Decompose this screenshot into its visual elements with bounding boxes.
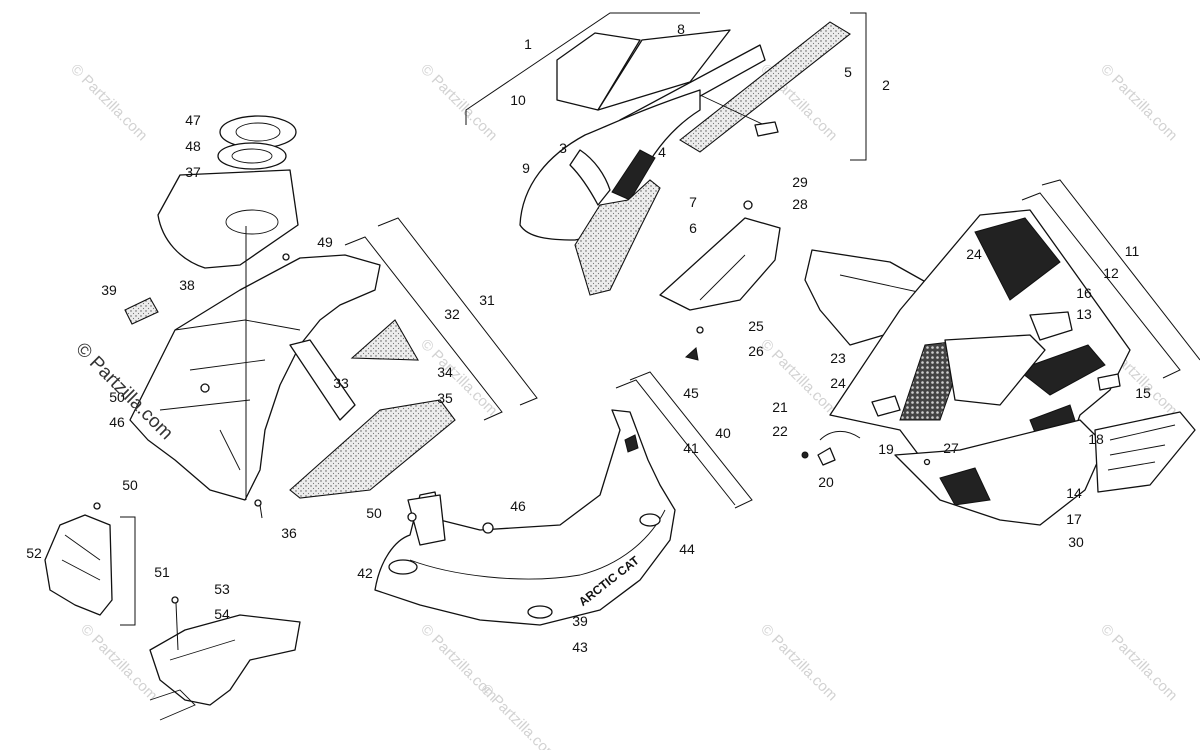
belly-pan-assembly: ARCTIC CAT <box>374 371 753 626</box>
callout-number-50: 50 <box>366 505 382 521</box>
callout-number-9: 9 <box>522 160 530 176</box>
callout-number-23: 23 <box>830 350 846 366</box>
callout-number-4: 4 <box>658 144 666 160</box>
callout-number-17: 17 <box>1066 511 1082 527</box>
lower-left-panels <box>44 502 301 721</box>
watermark-text: © Partzilla.com <box>77 621 160 704</box>
callout-number-2: 2 <box>882 77 890 93</box>
watermark-text: © Partzilla.com <box>67 61 150 144</box>
callout-number-52: 52 <box>26 545 42 561</box>
callout-number-30: 30 <box>1068 534 1084 550</box>
callout-number-48: 48 <box>185 138 201 154</box>
callout-number-26: 26 <box>748 343 764 359</box>
callout-number-25: 25 <box>748 318 764 334</box>
watermark-text: © Partzilla.com <box>1097 61 1180 144</box>
callout-number-6: 6 <box>689 220 697 236</box>
callout-number-43: 43 <box>572 639 588 655</box>
callout-number-5: 5 <box>844 64 852 80</box>
callout-number-11: 11 <box>1125 243 1140 259</box>
callout-number-27: 27 <box>943 440 959 456</box>
callout-number-21: 21 <box>772 399 788 415</box>
windshield-assembly <box>465 12 867 296</box>
callout-number-42: 42 <box>357 565 373 581</box>
callout-number-50: 50 <box>109 389 125 405</box>
callout-number-1: 1 <box>524 36 532 52</box>
callout-number-22: 22 <box>772 423 788 439</box>
callout-number-29: 29 <box>792 174 808 190</box>
callout-number-3: 3 <box>559 140 567 156</box>
callout-number-35: 35 <box>437 390 453 406</box>
callout-number-39: 39 <box>572 613 588 629</box>
callout-number-49: 49 <box>317 234 333 250</box>
callout-number-28: 28 <box>792 196 808 212</box>
watermark-text: © Partzilla.com <box>757 621 840 704</box>
callout-number-8: 8 <box>677 21 685 37</box>
callout-number-36: 36 <box>281 525 297 541</box>
callout-number-15: 15 <box>1135 385 1151 401</box>
callout-number-7: 7 <box>689 194 697 210</box>
watermark-text: © Partzilla.com <box>1097 621 1180 704</box>
callout-number-19: 19 <box>878 441 894 457</box>
callout-number-54: 54 <box>214 606 230 622</box>
callout-number-45: 45 <box>683 385 699 401</box>
callout-number-14: 14 <box>1066 485 1082 501</box>
callout-number-44: 44 <box>679 541 695 557</box>
callout-number-51: 51 <box>154 564 170 580</box>
side-panel-assembly <box>659 179 1200 526</box>
watermark-text: © Partzilla.com <box>417 61 500 144</box>
callout-number-13: 13 <box>1076 306 1092 322</box>
callout-number-12: 12 <box>1103 265 1119 281</box>
callout-number-24: 24 <box>830 375 846 391</box>
callout-number-47: 47 <box>185 112 201 128</box>
callout-number-31: 31 <box>479 292 495 308</box>
callout-number-39: 39 <box>101 282 117 298</box>
callout-number-40: 40 <box>715 425 731 441</box>
callout-number-41: 41 <box>683 440 699 456</box>
callout-number-38: 38 <box>179 277 195 293</box>
callout-number-34: 34 <box>437 364 453 380</box>
callout-number-20: 20 <box>818 474 834 490</box>
callout-number-16: 16 <box>1076 285 1092 301</box>
callout-number-46: 46 <box>510 498 526 514</box>
callout-number-33: 33 <box>333 375 349 391</box>
callout-number-46: 46 <box>109 414 125 430</box>
watermark-text: © Partzilla.com <box>757 336 840 419</box>
callout-number-18: 18 <box>1088 431 1104 447</box>
callout-number-24: 24 <box>966 246 982 262</box>
console-assembly <box>124 115 538 519</box>
callout-number-32: 32 <box>444 306 460 322</box>
callout-number-10: 10 <box>510 92 526 108</box>
callout-number-50: 50 <box>122 477 138 493</box>
callout-number-37: 37 <box>185 164 201 180</box>
watermark-text: © Partzilla.com <box>477 681 560 750</box>
callout-number-53: 53 <box>214 581 230 597</box>
